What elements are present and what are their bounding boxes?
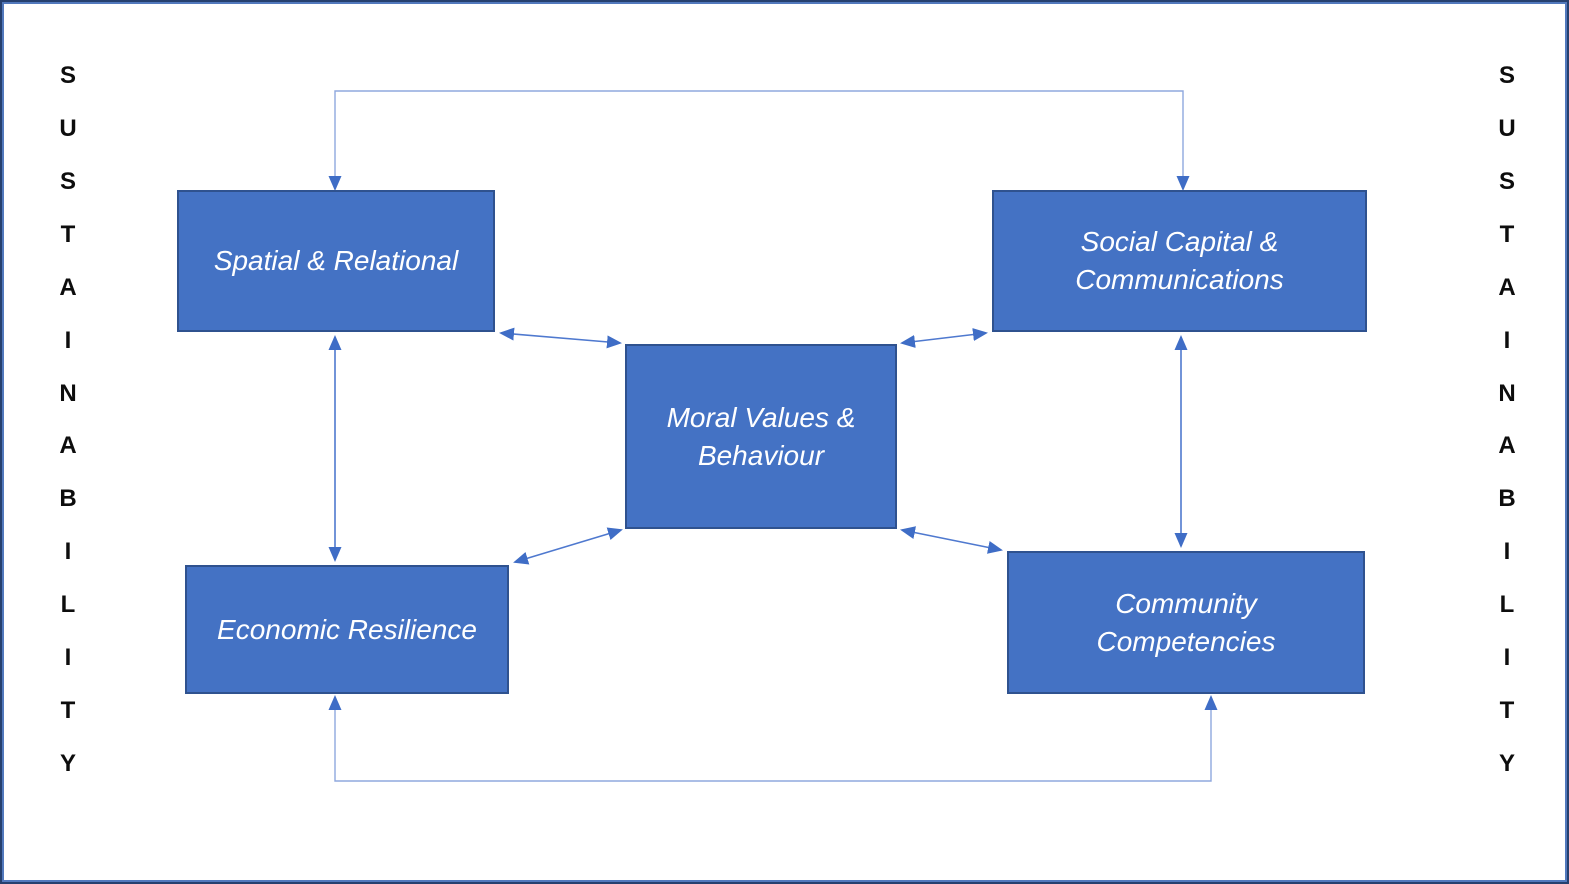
rail-letter: S (59, 167, 76, 195)
rail-letter: A (59, 273, 77, 301)
rail-letter: T (1499, 220, 1515, 248)
rail-letter: A (1498, 432, 1516, 460)
rail-letter: S (1498, 62, 1515, 89)
rail-letter: N (59, 379, 77, 407)
node-social-capital-communications-label: Social Capital & Communications (1075, 226, 1284, 295)
rail-letter: S (59, 62, 76, 89)
rail-letter: I (64, 644, 72, 672)
rail-letter: I (1503, 538, 1511, 566)
rail-letter: A (59, 432, 77, 460)
node-social-capital-communications: Social Capital & Communications (992, 190, 1367, 332)
rail-letter: B (1498, 485, 1516, 513)
rail-letter: I (64, 538, 72, 566)
node-community-competencies: Community Competencies (1007, 551, 1365, 694)
rail-letter: I (1503, 326, 1511, 354)
node-moral-values-behaviour-label: Moral Values & Behaviour (666, 401, 856, 471)
connector-moral-economic (513, 527, 623, 565)
rail-letter: T (1499, 697, 1515, 725)
rail-letter: Y (59, 749, 76, 777)
rail-letter: S (1498, 167, 1515, 195)
rail-letter: I (1503, 644, 1511, 672)
rail-letter: L (60, 591, 76, 619)
rail-letter: A (1498, 273, 1516, 301)
node-community-competencies-label: Community Competencies (1096, 587, 1276, 657)
node-moral-values-behaviour: Moral Values & Behaviour (625, 344, 897, 529)
rail-letter: I (64, 326, 72, 354)
connector-moral-social (900, 328, 988, 348)
rail-letter: U (1498, 114, 1516, 142)
node-economic-resilience-label: Economic Resilience (217, 613, 477, 645)
connector-moral-spatial (499, 327, 622, 349)
node-spatial-relational: Spatial & Relational (177, 190, 495, 332)
rail-letter: T (60, 697, 76, 725)
connector-bottom-bracket (328, 695, 1218, 782)
node-spatial-relational-label: Spatial & Relational (213, 245, 459, 277)
rail-letter: B (59, 485, 77, 513)
rail-letter: Y (1498, 749, 1515, 777)
rail-letter: T (60, 220, 76, 248)
connector-top-bracket (328, 90, 1190, 191)
rail-letter: U (59, 114, 77, 142)
connector-moral-community (900, 526, 1003, 554)
node-economic-resilience: Economic Resilience (185, 565, 509, 694)
rail-letter: N (1498, 379, 1516, 407)
rail-letter: L (1499, 591, 1515, 619)
